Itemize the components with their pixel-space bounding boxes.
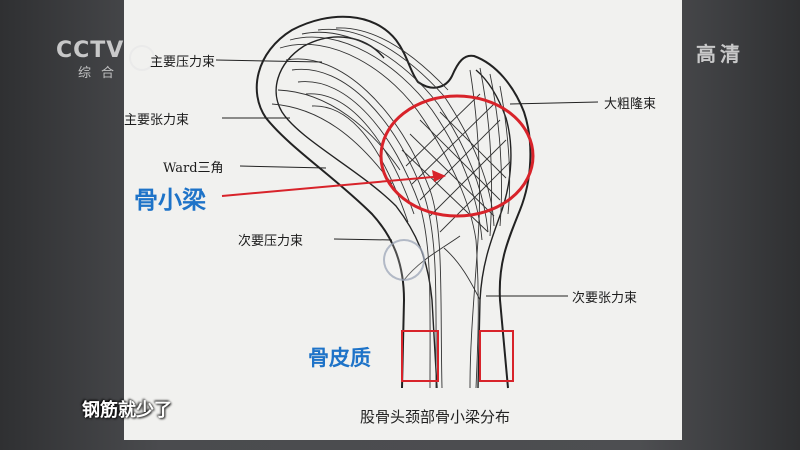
cctv-logo-icon [129, 45, 155, 71]
cortex-box-left [401, 330, 439, 382]
hd-badge: 高清 [696, 42, 744, 66]
channel-logo: CCTV [56, 38, 125, 63]
label-greater-trochanter: 大粗隆束 [604, 97, 657, 112]
cortex-box-right [479, 330, 514, 382]
femur-inner-line [275, 36, 438, 389]
label-secondary-tension: 次要张力束 [572, 291, 638, 306]
label-main-tension: 主要张力束 [124, 113, 190, 128]
trabecula-lines [271, 27, 511, 389]
label-main-compression: 主要压力束 [150, 55, 216, 70]
video-subtitle: 钢筋就少了 [82, 400, 172, 421]
label-secondary-compression: 次要压力束 [238, 234, 304, 249]
label-cortex: 骨皮质 [308, 346, 371, 370]
cursor-indicator-icon [383, 239, 425, 281]
trabecula-highlight-ellipse [379, 94, 535, 218]
diagram-caption: 股骨头颈部骨小梁分布 [360, 408, 511, 426]
label-ward-triangle: Ward三角 [163, 161, 224, 176]
femur-inner-line-right [475, 69, 512, 389]
leader-lines [215, 59, 599, 297]
trabecula-pointer [221, 175, 445, 197]
label-trabecula: 骨小梁 [134, 186, 206, 214]
channel-sub: 综合 [78, 66, 125, 81]
trabecula-pointer-arrow-icon [432, 170, 446, 182]
femur-outline [255, 15, 532, 389]
